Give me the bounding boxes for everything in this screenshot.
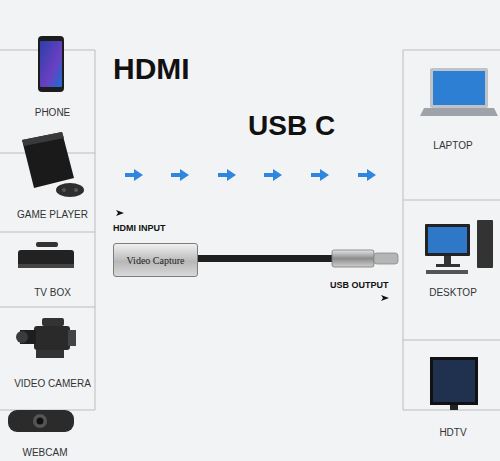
device-item: WEBCAM [3, 405, 87, 458]
device-item: LAPTOP [408, 60, 498, 151]
capture-device: Video Capture [113, 243, 198, 277]
device-item: DESKTOP [408, 215, 498, 298]
device-text: Video Capture [127, 255, 185, 266]
device-caption: DESKTOP [408, 287, 498, 298]
port-label: HDMI INPUT [113, 223, 166, 233]
device-caption: WEBCAM [3, 447, 87, 458]
interface-title: USB C [248, 110, 335, 142]
port-label: USB OUTPUT [330, 280, 389, 290]
device-caption: LAPTOP [408, 140, 498, 151]
device-caption: GAME PLAYER [3, 209, 102, 220]
device-caption: PHONE [3, 107, 102, 118]
device-item: PHONE [3, 30, 102, 118]
device-item: HDTV [408, 350, 498, 438]
device-caption: HDTV [408, 427, 498, 438]
device-caption: VIDEO CAMERA [3, 378, 102, 389]
interface-title: HDMI [113, 52, 190, 86]
device-item: TV BOX [3, 240, 102, 298]
device-caption: TV BOX [3, 287, 102, 298]
device-item: VIDEO CAMERA [3, 315, 102, 389]
device-item: GAME PLAYER [3, 125, 102, 220]
